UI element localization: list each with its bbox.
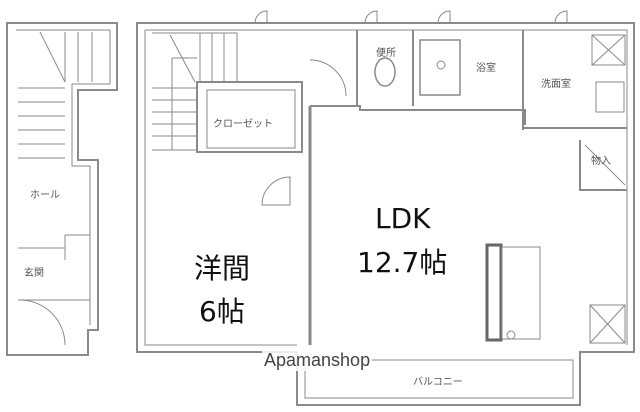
room-label-ldk-name: LDK <box>375 202 431 235</box>
room-label-balcony: バルコニー <box>413 377 463 388</box>
balcony-outline <box>304 359 574 399</box>
room-label-closet: クローゼット <box>213 119 273 130</box>
room-label-entrance: 玄関 <box>24 268 44 279</box>
room-label-bath: 浴室 <box>476 63 496 74</box>
room-label-storage: 物入 <box>591 156 611 167</box>
lower-floor-outline <box>6 22 118 356</box>
room-label-western-size: 6帖 <box>199 295 245 328</box>
room-label-toilet: 便所 <box>376 48 396 59</box>
watermark: Apamanshop <box>262 350 373 371</box>
upper-floor-outline <box>136 22 635 406</box>
room-label-washroom: 洗面室 <box>541 79 571 90</box>
room-label-hall: ホール <box>30 190 60 201</box>
room-label-ldk-size: 12.7帖 <box>357 246 448 279</box>
room-label-western-name: 洋間 <box>194 252 251 285</box>
